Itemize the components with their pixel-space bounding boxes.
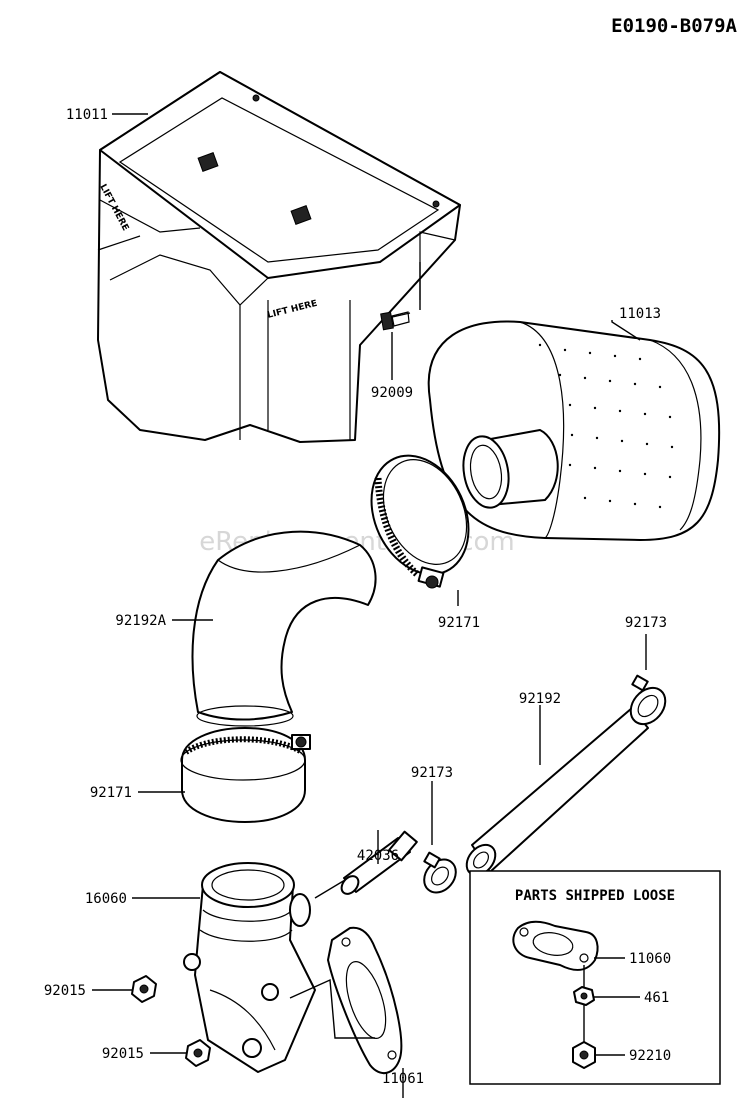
label-11011: 11011	[66, 107, 108, 123]
label-16060: 16060	[85, 891, 127, 907]
part-labels: 11011 92009 11013 92171 92192A 92173 921…	[44, 107, 671, 1087]
label-92171-upper: 92171	[438, 615, 480, 631]
label-92210: 92210	[629, 1048, 671, 1064]
label-11061: 11061	[382, 1071, 424, 1087]
label-92009: 92009	[371, 385, 413, 401]
leader-lines	[92, 113, 647, 1098]
gasket	[327, 926, 403, 1074]
hose-clamp-upper	[370, 454, 470, 589]
hose-clip-right	[629, 674, 667, 726]
label-92173-middle: 92173	[411, 765, 453, 781]
air-inlet-elbow	[183, 862, 316, 1073]
loose-box-title: PARTS SHIPPED LOOSE	[515, 888, 675, 904]
air-filter-element	[427, 320, 721, 541]
label-11013: 11013	[619, 306, 661, 322]
parts-shipped-loose-box: PARTS SHIPPED LOOSE	[469, 870, 721, 1085]
label-92173-right: 92173	[625, 615, 667, 631]
diagram-code: E0190-B079A	[611, 15, 737, 37]
label-92015-lower: 92015	[102, 1046, 144, 1062]
label-461: 461	[644, 990, 669, 1006]
breather-hose	[465, 707, 649, 877]
label-92171-lower: 92171	[90, 785, 132, 801]
screw	[380, 311, 411, 331]
air-cleaner-cover: LIFT HERE LIFT HERE	[97, 71, 461, 443]
label-92192: 92192	[519, 691, 561, 707]
label-92015-upper: 92015	[44, 983, 86, 999]
hose-clip-middle	[423, 851, 457, 894]
nut-lower	[185, 1039, 211, 1067]
hose-clamp-lower	[180, 727, 311, 823]
nut-upper	[131, 975, 157, 1003]
elbow-hose	[191, 530, 377, 727]
label-92192a: 92192A	[115, 613, 166, 629]
label-11060: 11060	[629, 951, 671, 967]
label-42036: 42036	[357, 848, 399, 864]
